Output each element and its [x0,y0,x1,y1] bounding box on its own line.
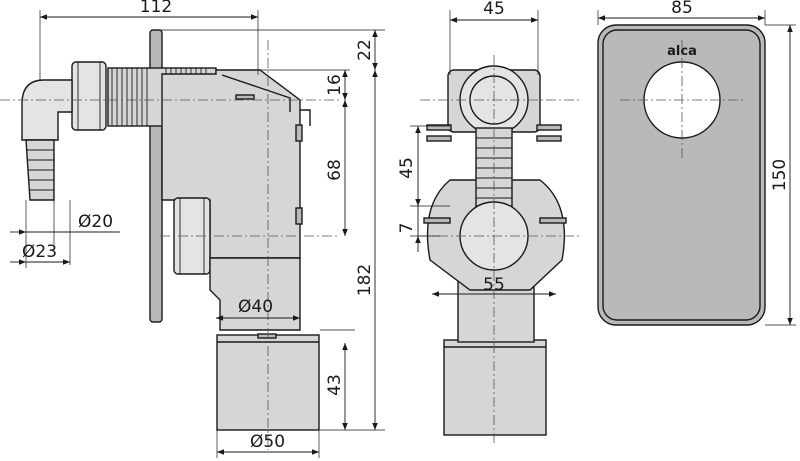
body-tab-2 [295,207,303,225]
dim-body: Ø40 [216,297,300,321]
body-slot [235,94,255,100]
dim-total-height-label: 182 [355,264,375,296]
dim-middle-height-label: 68 [325,159,345,181]
union-nut [71,61,107,131]
dim-cover-width: 85 [597,0,766,25]
side-view: 112 22 16 68 182 43 Ø20 [0,0,385,458]
dim-cover-width-label: 85 [671,0,693,18]
front-outlet [443,339,547,436]
dim-side-width: 112 [39,0,259,80]
body-clip [300,109,311,126]
cover-plate-view: alca 85 150 [597,0,796,326]
trap-neck [209,257,301,331]
dim-top-offset-label: 22 [355,39,375,61]
front-view: 45 45 7 55 [397,0,580,445]
body-inner-edge [221,74,291,112]
body-tab-1 [295,124,303,142]
dim-cover-height: 150 [765,24,796,326]
front-clip-left-1 [426,124,452,131]
dim-outlet-height-label: 43 [325,374,345,396]
dim-inlet-offset-label: 16 [325,74,345,96]
dim-front-width-label: 45 [483,0,505,19]
outlet-mark [257,333,277,339]
dim-cover-height-label: 150 [770,159,790,191]
dim-outlet: Ø50 [216,430,320,458]
front-clip-right-3 [539,217,567,224]
dim-outlet-label: Ø50 [250,432,285,452]
front-clip-left-2 [426,135,452,142]
dim-side-vertical: 22 16 68 182 43 [160,29,385,431]
dim-front-lower-width-label: 55 [483,275,505,295]
dim-front-gap-label: 7 [397,223,417,234]
front-clip-right-2 [536,135,562,142]
front-clip-right-1 [536,124,562,131]
barb-rings [26,149,54,191]
front-clip-left-3 [423,217,451,224]
cover-logo: alca [667,44,697,59]
dim-front-width: 45 [449,0,539,75]
cover-plate-inner [602,29,761,321]
dim-hose: Ø20 Ø23 [10,200,120,268]
dim-front-gap: 7 [397,206,440,252]
dim-front-lower-width: 55 [432,275,556,297]
dim-front-upper-height: 45 [397,125,450,207]
dim-side-width-label: 112 [140,0,172,17]
elbow [21,79,73,141]
dim-body-label: Ø40 [238,297,273,317]
dim-hose-inner-label: Ø20 [78,212,113,232]
dim-hose-outer-label: Ø23 [22,242,57,262]
dim-front-upper-height-label: 45 [397,157,417,179]
